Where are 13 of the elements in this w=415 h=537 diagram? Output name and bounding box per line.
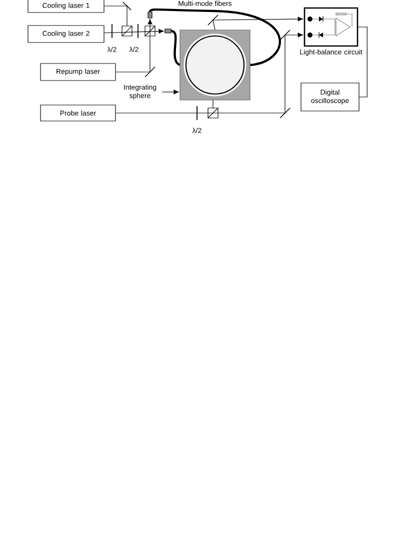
beam-line <box>116 19 152 72</box>
beam-line <box>358 26 368 98</box>
fiber <box>171 30 180 66</box>
beam-line <box>104 6 128 26</box>
fiber-coupler <box>148 12 152 18</box>
integrating-sphere-drawing <box>180 30 250 100</box>
leader-line <box>162 90 179 94</box>
beam-splitter <box>122 26 132 36</box>
beam-line <box>212 16 304 30</box>
fiber-coupler <box>164 28 172 34</box>
beam-line <box>104 29 164 34</box>
fiber <box>149 8 281 66</box>
beam-line <box>116 32 304 114</box>
